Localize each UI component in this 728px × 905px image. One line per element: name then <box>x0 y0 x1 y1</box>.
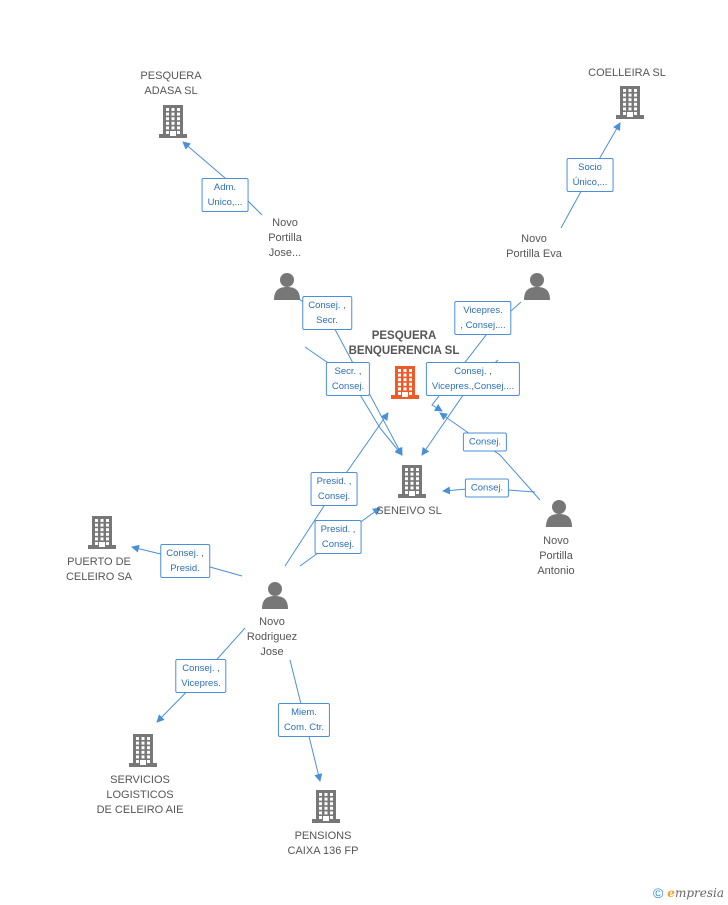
edge-label-e12[interactable]: Consej. , Vicepres. <box>175 659 227 693</box>
node-label-coelleira[interactable]: COELLEIRA SL <box>588 66 666 81</box>
edge-label-line: Presid. , <box>316 476 352 487</box>
node-label-line: ADASA SL <box>144 85 198 97</box>
node-label-line: Novo <box>521 233 547 245</box>
edge-label-line: Unico,... <box>207 197 243 208</box>
node-label-line: Portilla Eva <box>506 248 562 260</box>
edge-label-e13[interactable]: Miem. Com. Ctr. <box>277 703 331 737</box>
node-label-line: Rodriguez <box>246 631 298 643</box>
edge-label-e10[interactable]: Presid. , Consej. <box>314 520 362 554</box>
edge-label-line: Presid. , <box>320 524 356 535</box>
building-icon-puerto-celeiro[interactable] <box>88 515 116 554</box>
node-label-servicios-logisticos[interactable]: SERVICIOS LOGISTICOS DE CELEIRO AIE <box>97 773 184 818</box>
node-label-line: PENSIONS <box>294 830 352 842</box>
node-label-line: Jose <box>260 646 284 658</box>
node-label-line: COELLEIRA SL <box>588 67 666 79</box>
person-icon-novo-rodriguez-jose[interactable] <box>261 581 289 614</box>
edge-label-line: , Consej.... <box>460 320 506 331</box>
node-label-line: SENEIVO SL <box>376 505 442 517</box>
node-label-line: Antonio <box>537 565 575 577</box>
node-label-line: PUERTO DE <box>67 556 131 568</box>
edge-label-line: Secr. <box>316 315 338 326</box>
edge-label-line: Consej. , <box>308 300 346 311</box>
node-label-line: Jose... <box>268 247 302 259</box>
edge-label-line: Único,... <box>572 177 608 188</box>
building-icon-pesquera-adasa[interactable] <box>159 104 187 143</box>
edge-label-line: Miem. <box>291 707 317 718</box>
edge-line-e7 <box>439 412 541 501</box>
edge-label-line: Com. Ctr. <box>283 722 325 733</box>
node-label-line: CAIXA 136 FP <box>287 845 359 857</box>
edge-label-e9[interactable]: Presid. , Consej. <box>310 472 358 506</box>
edge-label-e5[interactable]: Secr. , Consej. <box>325 362 371 396</box>
node-label-line: DE CELEIRO AIE <box>96 804 184 816</box>
node-label-line: SERVICIOS <box>110 774 170 786</box>
person-icon-novo-portilla-antonio[interactable] <box>545 499 573 532</box>
edge-label-line: Adm. <box>213 182 237 193</box>
building-icon-coelleira[interactable] <box>616 85 644 124</box>
person-icon-novo-portilla-jose[interactable] <box>273 272 301 305</box>
edge-label-line: Consej. <box>321 539 355 550</box>
node-label-line: LOGISTICOS <box>106 789 174 801</box>
copyright-icon: © <box>652 885 664 901</box>
edge-label-e3[interactable]: Consej. , Secr. <box>302 296 352 330</box>
node-label-line: Portilla <box>268 232 302 244</box>
edge-label-line: Consej. , <box>454 366 492 377</box>
node-label-pensions-caixa[interactable]: PENSIONS CAIXA 136 FP <box>288 829 359 859</box>
node-label-line: Portilla <box>539 550 573 562</box>
node-label-pesquera-adasa[interactable]: PESQUERA ADASA SL <box>140 69 201 99</box>
node-label-line: Novo <box>272 217 298 229</box>
edge-label-e6[interactable]: Consej. , Vicepres.,Consej.... <box>425 362 521 396</box>
node-label-line: PESQUERA <box>140 70 202 82</box>
edge-label-line: Consej. <box>331 381 365 392</box>
edge-label-e8[interactable]: Consej. <box>464 478 510 498</box>
node-label-line: Novo <box>259 616 285 628</box>
person-icon-novo-portilla-eva[interactable] <box>523 272 551 305</box>
edge-label-line: Consej. , <box>182 663 220 674</box>
footer-brand: © empresia <box>653 885 724 901</box>
node-label-line: BENQUERENCIA SL <box>348 345 460 357</box>
edge-label-line: Vicepres. <box>463 305 503 316</box>
edge-label-line: Consej. <box>470 482 504 494</box>
node-label-seneivo[interactable]: SENEIVO SL <box>376 504 441 519</box>
edge-label-line: Consej. , <box>166 548 204 559</box>
building-icon-seneivo[interactable] <box>398 464 426 503</box>
building-icon-servicios-logisticos[interactable] <box>129 733 157 772</box>
node-label-pesquera-benquerencia[interactable]: PESQUERA BENQUERENCIA SL <box>349 329 460 359</box>
edge-label-line: Vicepres.,Consej.... <box>431 381 515 392</box>
edge-label-e7[interactable]: Consej. <box>462 432 508 452</box>
edge-label-e4[interactable]: Vicepres. , Consej.... <box>454 301 512 335</box>
edge-label-line: Presid. <box>170 563 200 574</box>
node-label-line: Novo <box>543 535 569 547</box>
edge-label-line: Socio <box>578 162 602 173</box>
edge-label-line: Consej. <box>468 436 502 448</box>
node-label-puerto-celeiro[interactable]: PUERTO DE CELEIRO SA <box>66 555 132 585</box>
brand-logo: empresia <box>667 886 724 900</box>
edge-label-line: Secr. , <box>334 366 362 377</box>
node-label-line: CELEIRO SA <box>65 571 133 583</box>
building-icon-pensions-caixa[interactable] <box>312 789 340 828</box>
node-label-line: PESQUERA <box>371 330 437 342</box>
edge-label-e11[interactable]: Consej. , Presid. <box>160 544 210 578</box>
edge-label-e1[interactable]: Adm. Unico,... <box>201 178 249 212</box>
building-icon-pesquera-benquerencia[interactable] <box>391 365 419 404</box>
edge-label-line: Consej. <box>317 491 351 502</box>
edge-label-line: Vicepres. <box>181 678 221 689</box>
